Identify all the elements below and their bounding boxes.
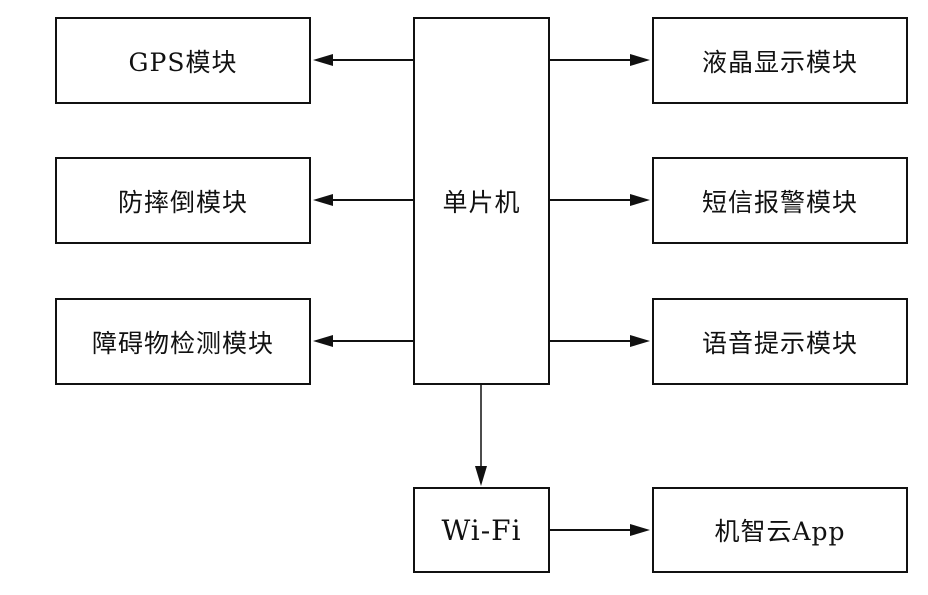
arrow-mcu-to-fall-prevention xyxy=(313,194,413,206)
mcu-label: 单片机 xyxy=(442,188,521,217)
arrow-mcu-to-lcd-display xyxy=(550,54,650,66)
fall-prevention-module-label: 防摔倒模块 xyxy=(117,187,248,217)
gps-module-label: GPS模块 xyxy=(128,47,238,77)
obstacle-detection-module-label: 障碍物检测模块 xyxy=(91,328,274,358)
cloud-app-label: 机智云App xyxy=(714,517,846,546)
mcu-box: 单片机 xyxy=(413,17,550,385)
arrow-mcu-to-voice-prompt xyxy=(550,335,650,347)
lcd-display-module-box: 液晶显示模块 xyxy=(652,17,908,104)
voice-prompt-module-box: 语音提示模块 xyxy=(652,298,908,385)
voice-prompt-module-label: 语音提示模块 xyxy=(701,328,858,358)
wifi-box: Wi-Fi xyxy=(413,487,550,573)
arrow-mcu-to-obstacle-detection xyxy=(313,335,413,347)
gps-module-box: GPS模块 xyxy=(55,17,311,104)
cloud-app-box: 机智云App xyxy=(652,487,908,573)
wifi-label: Wi-Fi xyxy=(441,513,522,547)
arrow-wifi-to-cloud-app xyxy=(550,524,650,536)
fall-prevention-module-box: 防摔倒模块 xyxy=(55,157,311,244)
obstacle-detection-module-box: 障碍物检测模块 xyxy=(55,298,311,385)
arrow-mcu-to-sms-alarm xyxy=(550,194,650,206)
sms-alarm-module-label: 短信报警模块 xyxy=(701,187,858,217)
arrow-mcu-to-wifi xyxy=(475,385,487,486)
arrow-mcu-to-gps xyxy=(313,54,413,66)
sms-alarm-module-box: 短信报警模块 xyxy=(652,157,908,244)
lcd-display-module-label: 液晶显示模块 xyxy=(701,47,858,77)
